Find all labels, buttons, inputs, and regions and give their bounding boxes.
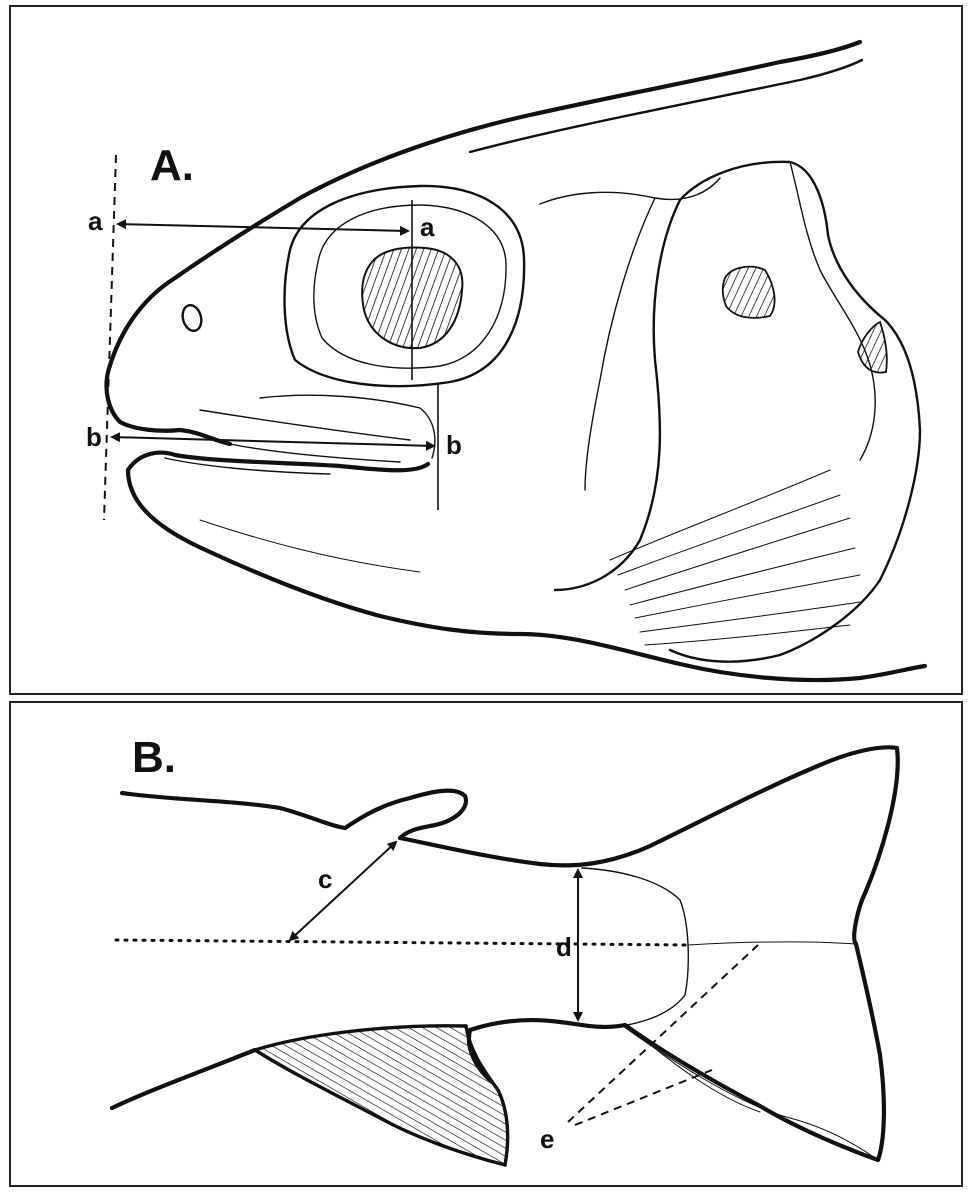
label-a-left: a bbox=[88, 206, 103, 236]
label-e: e bbox=[540, 1124, 554, 1154]
panel-a-frame bbox=[10, 6, 962, 694]
label-d: d bbox=[556, 932, 572, 962]
label-a-right: a bbox=[420, 212, 435, 242]
label-b-right: b bbox=[446, 430, 462, 460]
label-b-left: b bbox=[86, 422, 102, 452]
panel-b: B. c d e bbox=[10, 702, 962, 1186]
panel-a: A. bbox=[10, 6, 962, 694]
label-c: c bbox=[318, 864, 332, 894]
panel-a-letter: A. bbox=[150, 141, 194, 190]
panel-b-letter: B. bbox=[132, 733, 176, 782]
opercle-spot bbox=[723, 267, 775, 318]
